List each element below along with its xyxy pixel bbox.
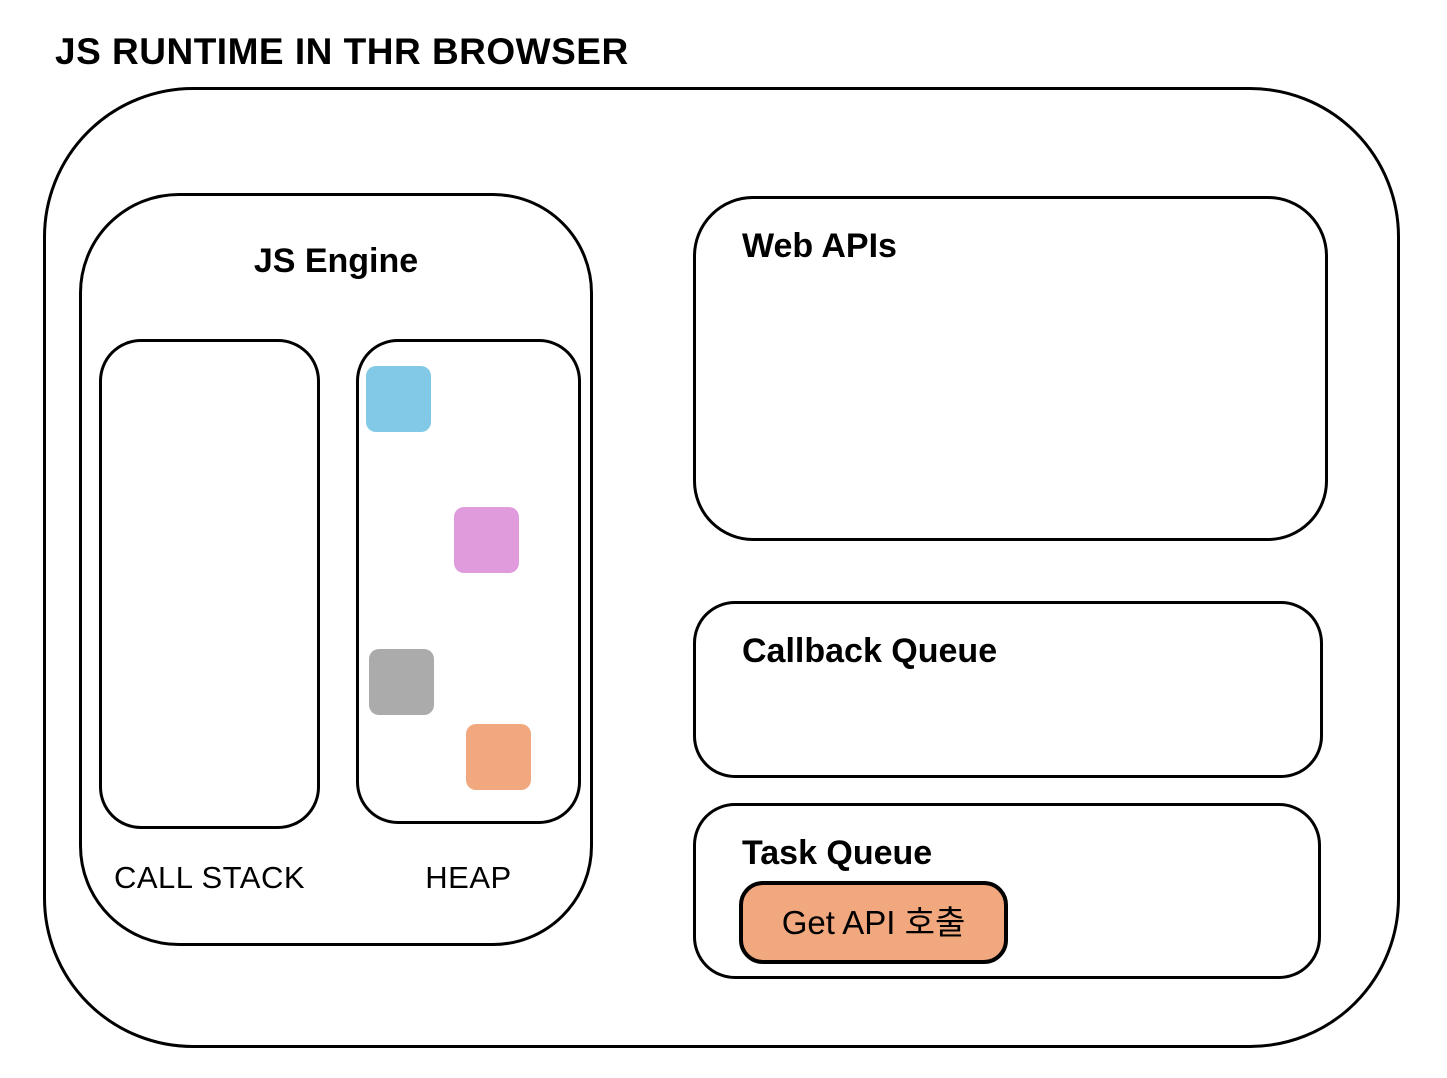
task-queue-box: Task Queue Get API 호출 [693,803,1321,979]
browser-runtime-container: JS Engine CALL STACK HEAP Web APIs Callb… [43,87,1400,1048]
callback-queue-title: Callback Queue [742,632,998,670]
heap-object-blue [366,366,431,432]
web-apis-box: Web APIs [693,196,1328,541]
callback-queue-box: Callback Queue [693,601,1323,778]
heap-box [356,339,581,824]
js-engine-title: JS Engine [253,242,419,280]
page-title: JS RUNTIME IN THR BROWSER [55,31,629,72]
web-apis-title: Web APIs [742,227,897,265]
heap-object-gray [369,649,434,715]
heap-object-pink [454,507,519,573]
call-stack-box [99,339,320,829]
js-engine-box: JS Engine CALL STACK HEAP [79,193,593,946]
heap-object-orange [466,724,531,790]
task-queue-title: Task Queue [742,834,933,872]
call-stack-label: CALL STACK [113,860,306,895]
get-api-task-chip: Get API 호출 [739,881,1008,964]
heap-label: HEAP [425,860,512,895]
